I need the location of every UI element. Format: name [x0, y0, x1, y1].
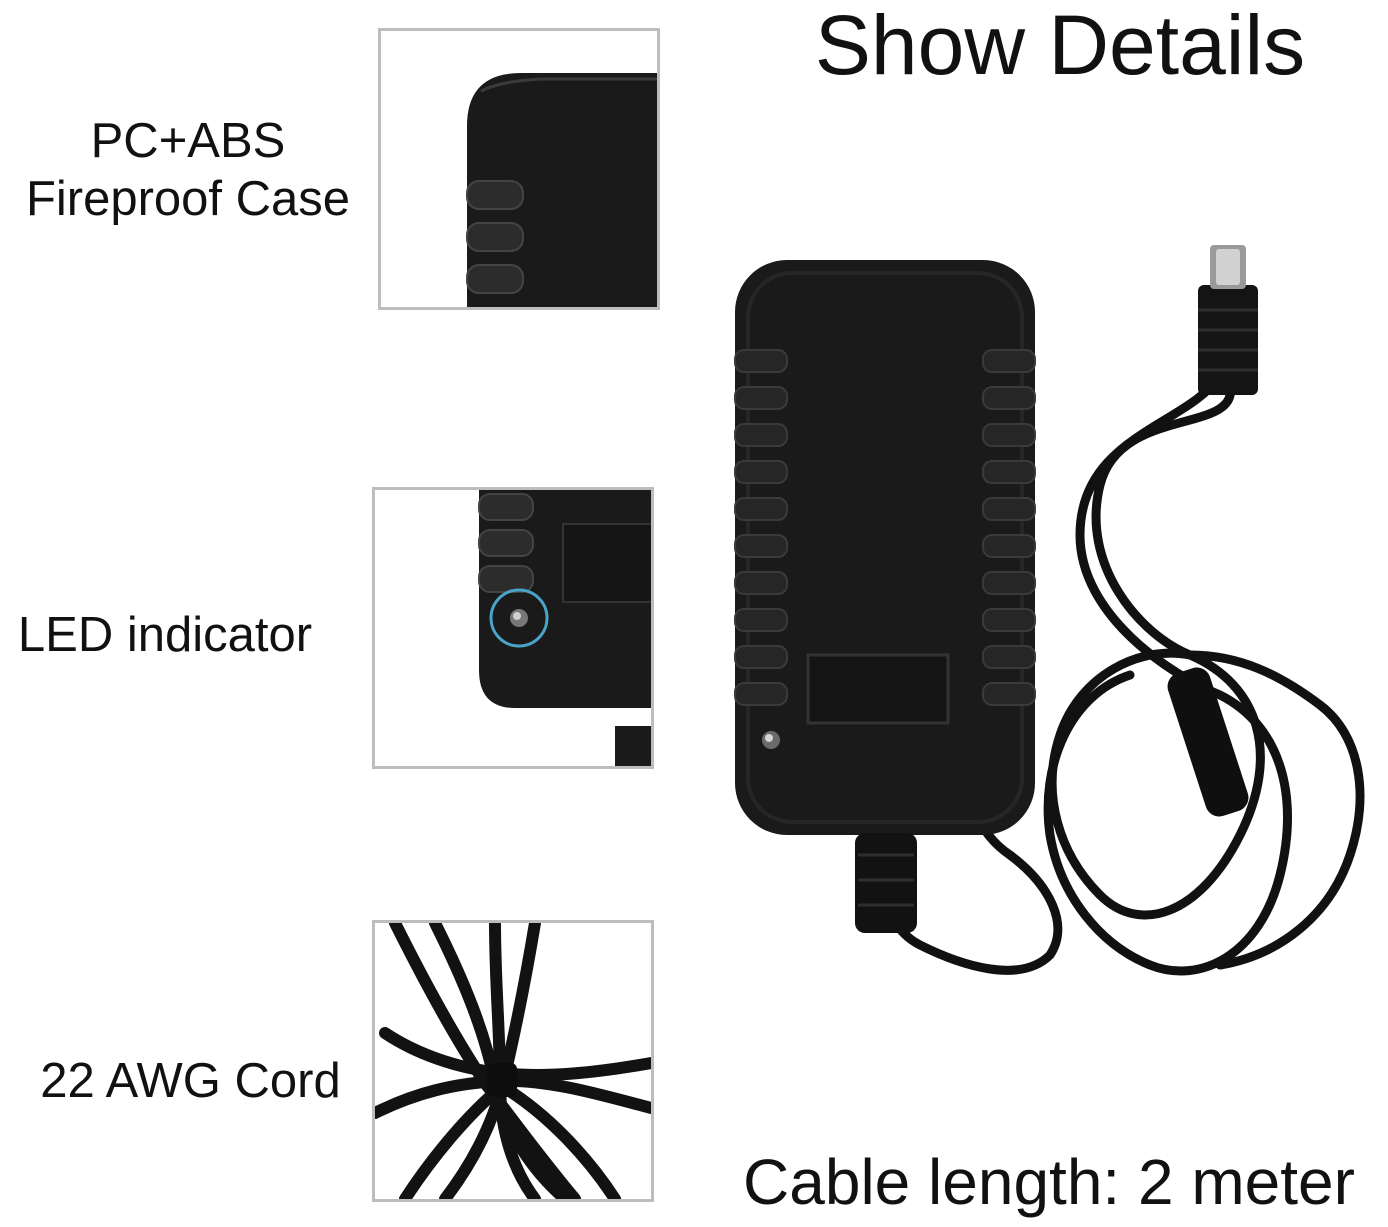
- cable-length-caption: Cable length: 2 meter: [743, 1146, 1355, 1218]
- cord-label: 22 AWG Cord: [40, 1054, 341, 1108]
- case-label-line2: Fireproof Case: [25, 172, 351, 226]
- page-title: Show Details: [814, 0, 1306, 92]
- case-label: PC+ABS Fireproof Case: [6, 112, 370, 228]
- case-label-line1: PC+ABS: [90, 114, 286, 168]
- power-adapter-image: [720, 235, 1370, 1005]
- cord-detail-image: [372, 920, 654, 1202]
- led-indicator-label: LED indicator: [17, 608, 313, 662]
- case-detail-image: [378, 28, 660, 310]
- led-detail-image: [372, 487, 654, 769]
